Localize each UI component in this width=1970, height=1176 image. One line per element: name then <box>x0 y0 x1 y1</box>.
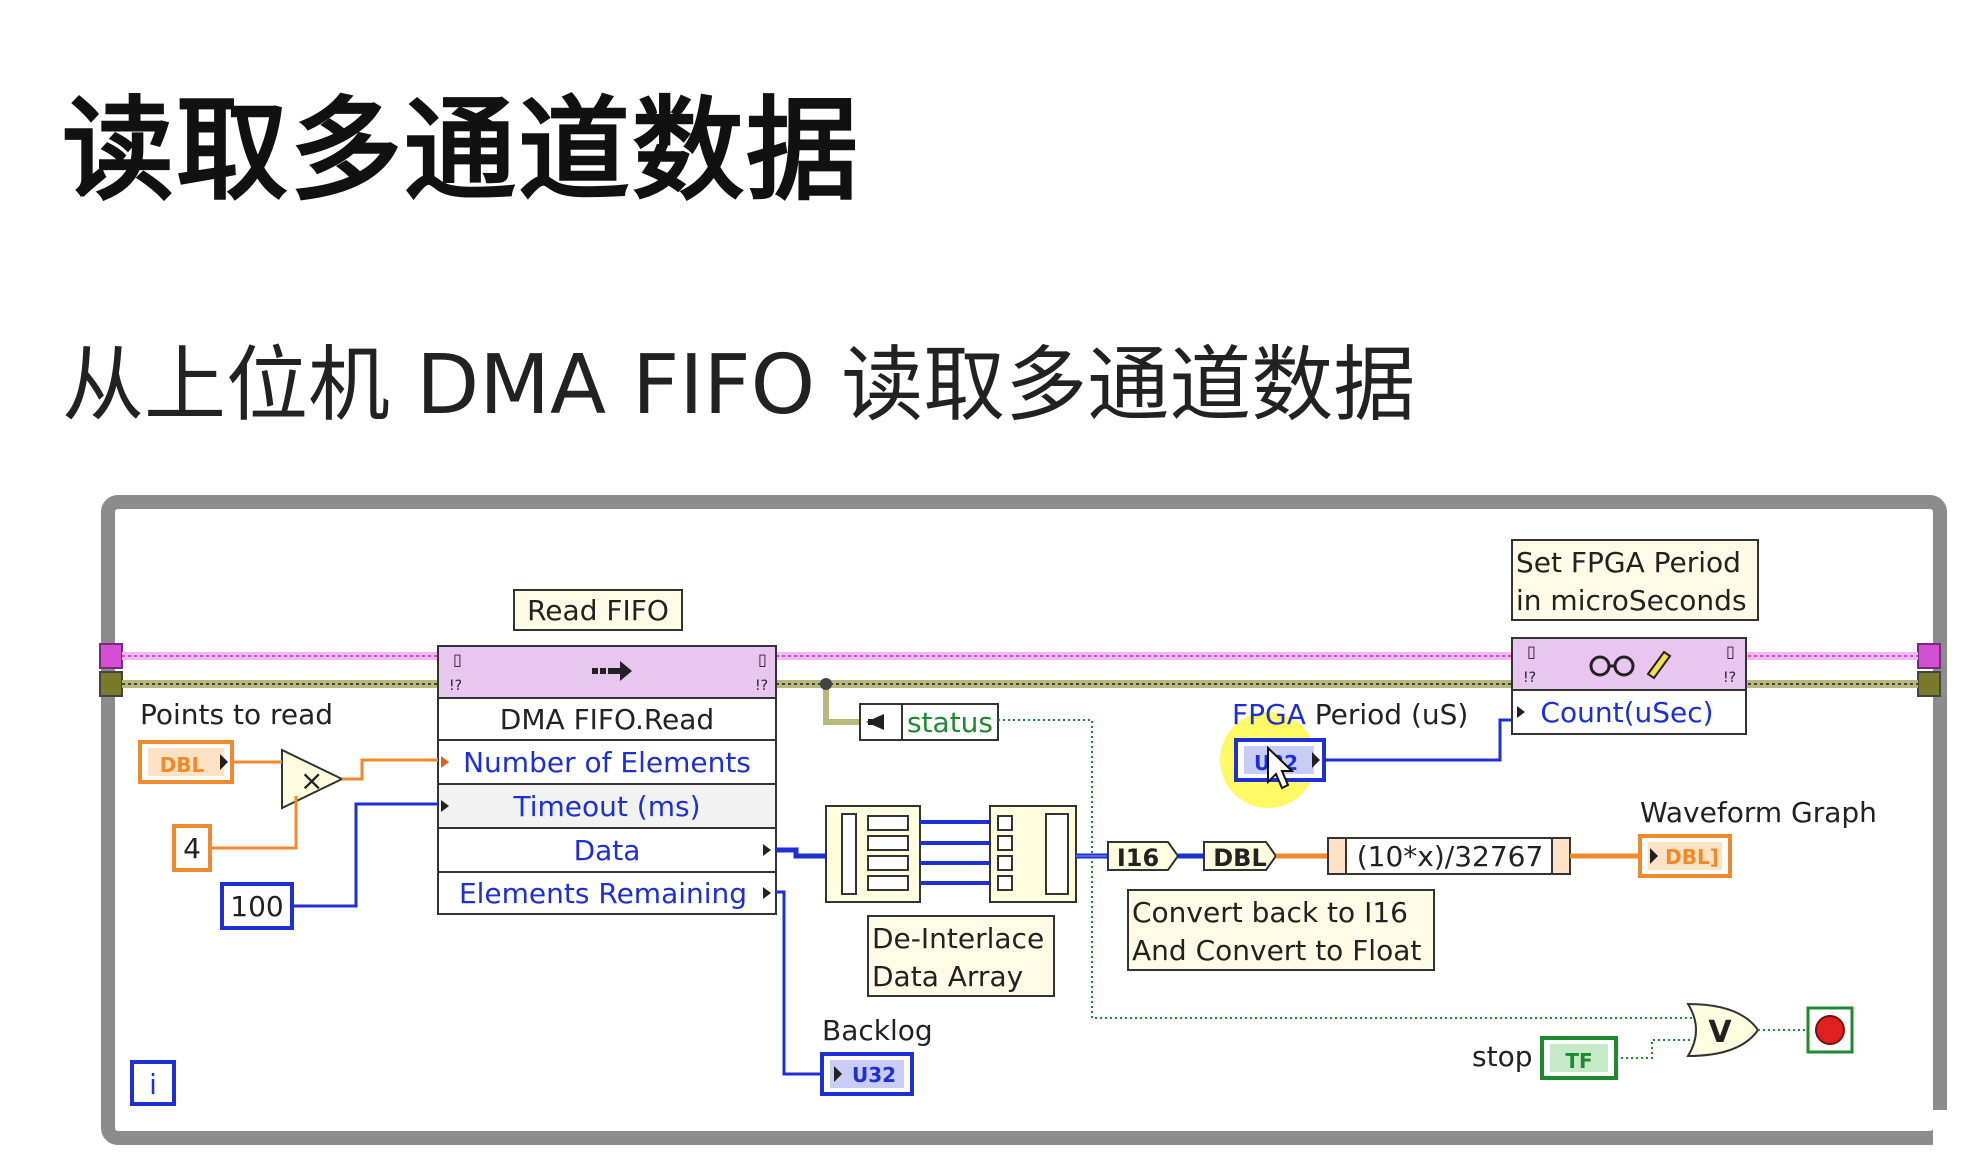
multiply-node[interactable]: × <box>281 748 345 810</box>
or-node[interactable]: V <box>1686 1002 1760 1058</box>
convert-note-box <box>1127 889 1435 971</box>
svg-text:!?: !? <box>1723 670 1736 686</box>
fifo-terminal-label: Timeout (ms) <box>513 790 701 823</box>
error-shift-register-right[interactable] <box>1917 643 1941 669</box>
svg-text:DBL: DBL <box>1213 844 1267 872</box>
deinterlace-label: De-Interlace <box>872 922 1044 955</box>
convert-note: And Convert to Float <box>1132 934 1421 967</box>
dma-fifo-read-node[interactable]: ▯ ▯ !? !? DMA FIFO.Read Number of Elemen… <box>437 645 777 915</box>
backlog-indicator[interactable]: U32 <box>820 1052 914 1096</box>
refnum-shift-register-right[interactable] <box>1917 671 1941 697</box>
fifo-terminal-label: Number of Elements <box>463 746 751 779</box>
svg-text:!?: !? <box>449 678 462 694</box>
svg-text:V: V <box>1708 1015 1732 1050</box>
data-wire <box>776 847 826 859</box>
glasses-pencil-icon <box>1589 650 1672 680</box>
arrow-icon <box>592 661 632 681</box>
constant-100[interactable]: 100 <box>220 882 294 930</box>
deinterlace-node[interactable] <box>825 805 921 903</box>
deinterlace-label: Data Array <box>872 960 1023 993</box>
fifo-terminal-label: Elements Remaining <box>459 877 747 910</box>
svg-text:DBL]: DBL] <box>1665 845 1719 869</box>
svg-text:×: × <box>300 764 323 797</box>
svg-text:status: status <box>907 706 993 739</box>
orange-wires <box>210 758 438 850</box>
svg-text:4: 4 <box>183 832 201 865</box>
svg-text:100: 100 <box>230 890 283 923</box>
svg-text:(10*x)/32767: (10*x)/32767 <box>1357 840 1544 873</box>
refnum-shift-register-left[interactable] <box>99 671 123 697</box>
status-wire <box>998 719 1692 1019</box>
deinterlace-label-box <box>867 915 1055 997</box>
page-title: 读取多通道数据 <box>62 86 860 216</box>
stop-wire <box>1616 1039 1692 1059</box>
read-fifo-label-box <box>513 589 683 631</box>
to-dbl-node[interactable]: DBL <box>1203 841 1278 872</box>
convert-note: Convert back to I16 <box>1132 896 1408 929</box>
svg-text:!?: !? <box>1523 670 1536 686</box>
svg-text:!?: !? <box>755 678 768 694</box>
fpga-property-node[interactable]: ▯ ▯ !? !? Count(uSec) <box>1511 637 1747 735</box>
period-wire <box>1324 718 1512 762</box>
status-indicator[interactable]: status <box>820 678 999 741</box>
backlog-wire <box>776 890 820 1076</box>
svg-text:▯: ▯ <box>1726 642 1735 661</box>
svg-text:▯: ▯ <box>453 650 462 669</box>
svg-text:DBL: DBL <box>160 753 205 777</box>
while-loop-frame[interactable] <box>101 495 1947 1145</box>
svg-text:TF: TF <box>1565 1049 1592 1073</box>
svg-text:i: i <box>149 1068 157 1101</box>
read-fifo-label: Read FIFO <box>527 594 669 627</box>
property-item: Count(uSec) <box>1540 696 1713 729</box>
to-i16-node[interactable]: I16 <box>1107 841 1180 872</box>
stop-label: stop <box>1472 1040 1532 1073</box>
svg-text:▯: ▯ <box>758 650 767 669</box>
svg-text:I16: I16 <box>1117 844 1159 872</box>
svg-text:▯: ▯ <box>1527 642 1536 661</box>
timeout-wire <box>292 802 438 908</box>
error-shift-register-left[interactable] <box>99 643 123 669</box>
mouse-cursor-icon <box>1267 745 1295 790</box>
waveform-graph-label: Waveform Graph <box>1640 796 1877 829</box>
loop-stop-terminal[interactable] <box>1806 1006 1854 1054</box>
backlog-label: Backlog <box>822 1014 933 1047</box>
set-period-note: Set FPGA Period <box>1516 546 1741 579</box>
build-array-node[interactable] <box>989 805 1077 903</box>
channel-wires <box>920 820 990 885</box>
constant-4[interactable]: 4 <box>172 824 212 872</box>
set-period-note-box <box>1511 539 1759 621</box>
fpga-period-label: FPGA Period (uS) <box>1232 698 1468 731</box>
iteration-terminal[interactable]: i <box>130 1060 176 1106</box>
loop-frame-gap <box>1933 1110 1963 1150</box>
set-period-note: in microSeconds <box>1516 584 1747 617</box>
fifo-node-name: DMA FIFO.Read <box>500 703 714 736</box>
stop-control[interactable]: TF <box>1540 1036 1618 1080</box>
svg-text:U32: U32 <box>852 1063 896 1087</box>
page-subtitle: 从上位机 DMA FIFO 读取多通道数据 <box>62 338 1416 433</box>
formula-node[interactable]: (10*x)/32767 <box>1327 837 1571 875</box>
fifo-terminal-label: Data <box>574 834 641 867</box>
fifo-terminal-elements-remaining[interactable] <box>437 871 777 915</box>
points-to-read-control[interactable]: DBL <box>138 740 234 784</box>
points-to-read-label: Points to read <box>140 698 333 731</box>
waveform-graph-indicator[interactable]: DBL] <box>1638 834 1732 878</box>
